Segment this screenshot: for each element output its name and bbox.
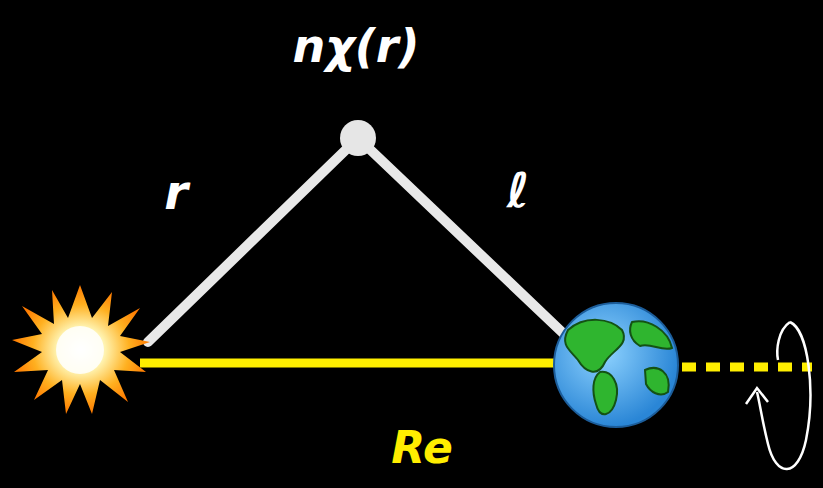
distance-label: Re (391, 426, 453, 470)
continent (593, 372, 617, 414)
arrow-head (746, 388, 768, 404)
continent (645, 368, 669, 394)
distance-label: r (164, 168, 188, 216)
baseline (140, 359, 565, 368)
continent (630, 321, 672, 349)
rotation-arrow (777, 322, 790, 360)
earth (554, 303, 678, 427)
distance-r (148, 138, 358, 342)
supernova-core (56, 326, 104, 374)
distance-label: ℓ (507, 166, 530, 214)
density-label: nχ(r) (292, 23, 419, 69)
rotation-arrow (757, 322, 810, 469)
scatter-point (340, 120, 376, 156)
supernova (12, 285, 150, 414)
rotation-axis (682, 363, 812, 372)
continent (565, 320, 624, 372)
baseline-glow (140, 356, 565, 370)
distance-l (358, 138, 565, 335)
